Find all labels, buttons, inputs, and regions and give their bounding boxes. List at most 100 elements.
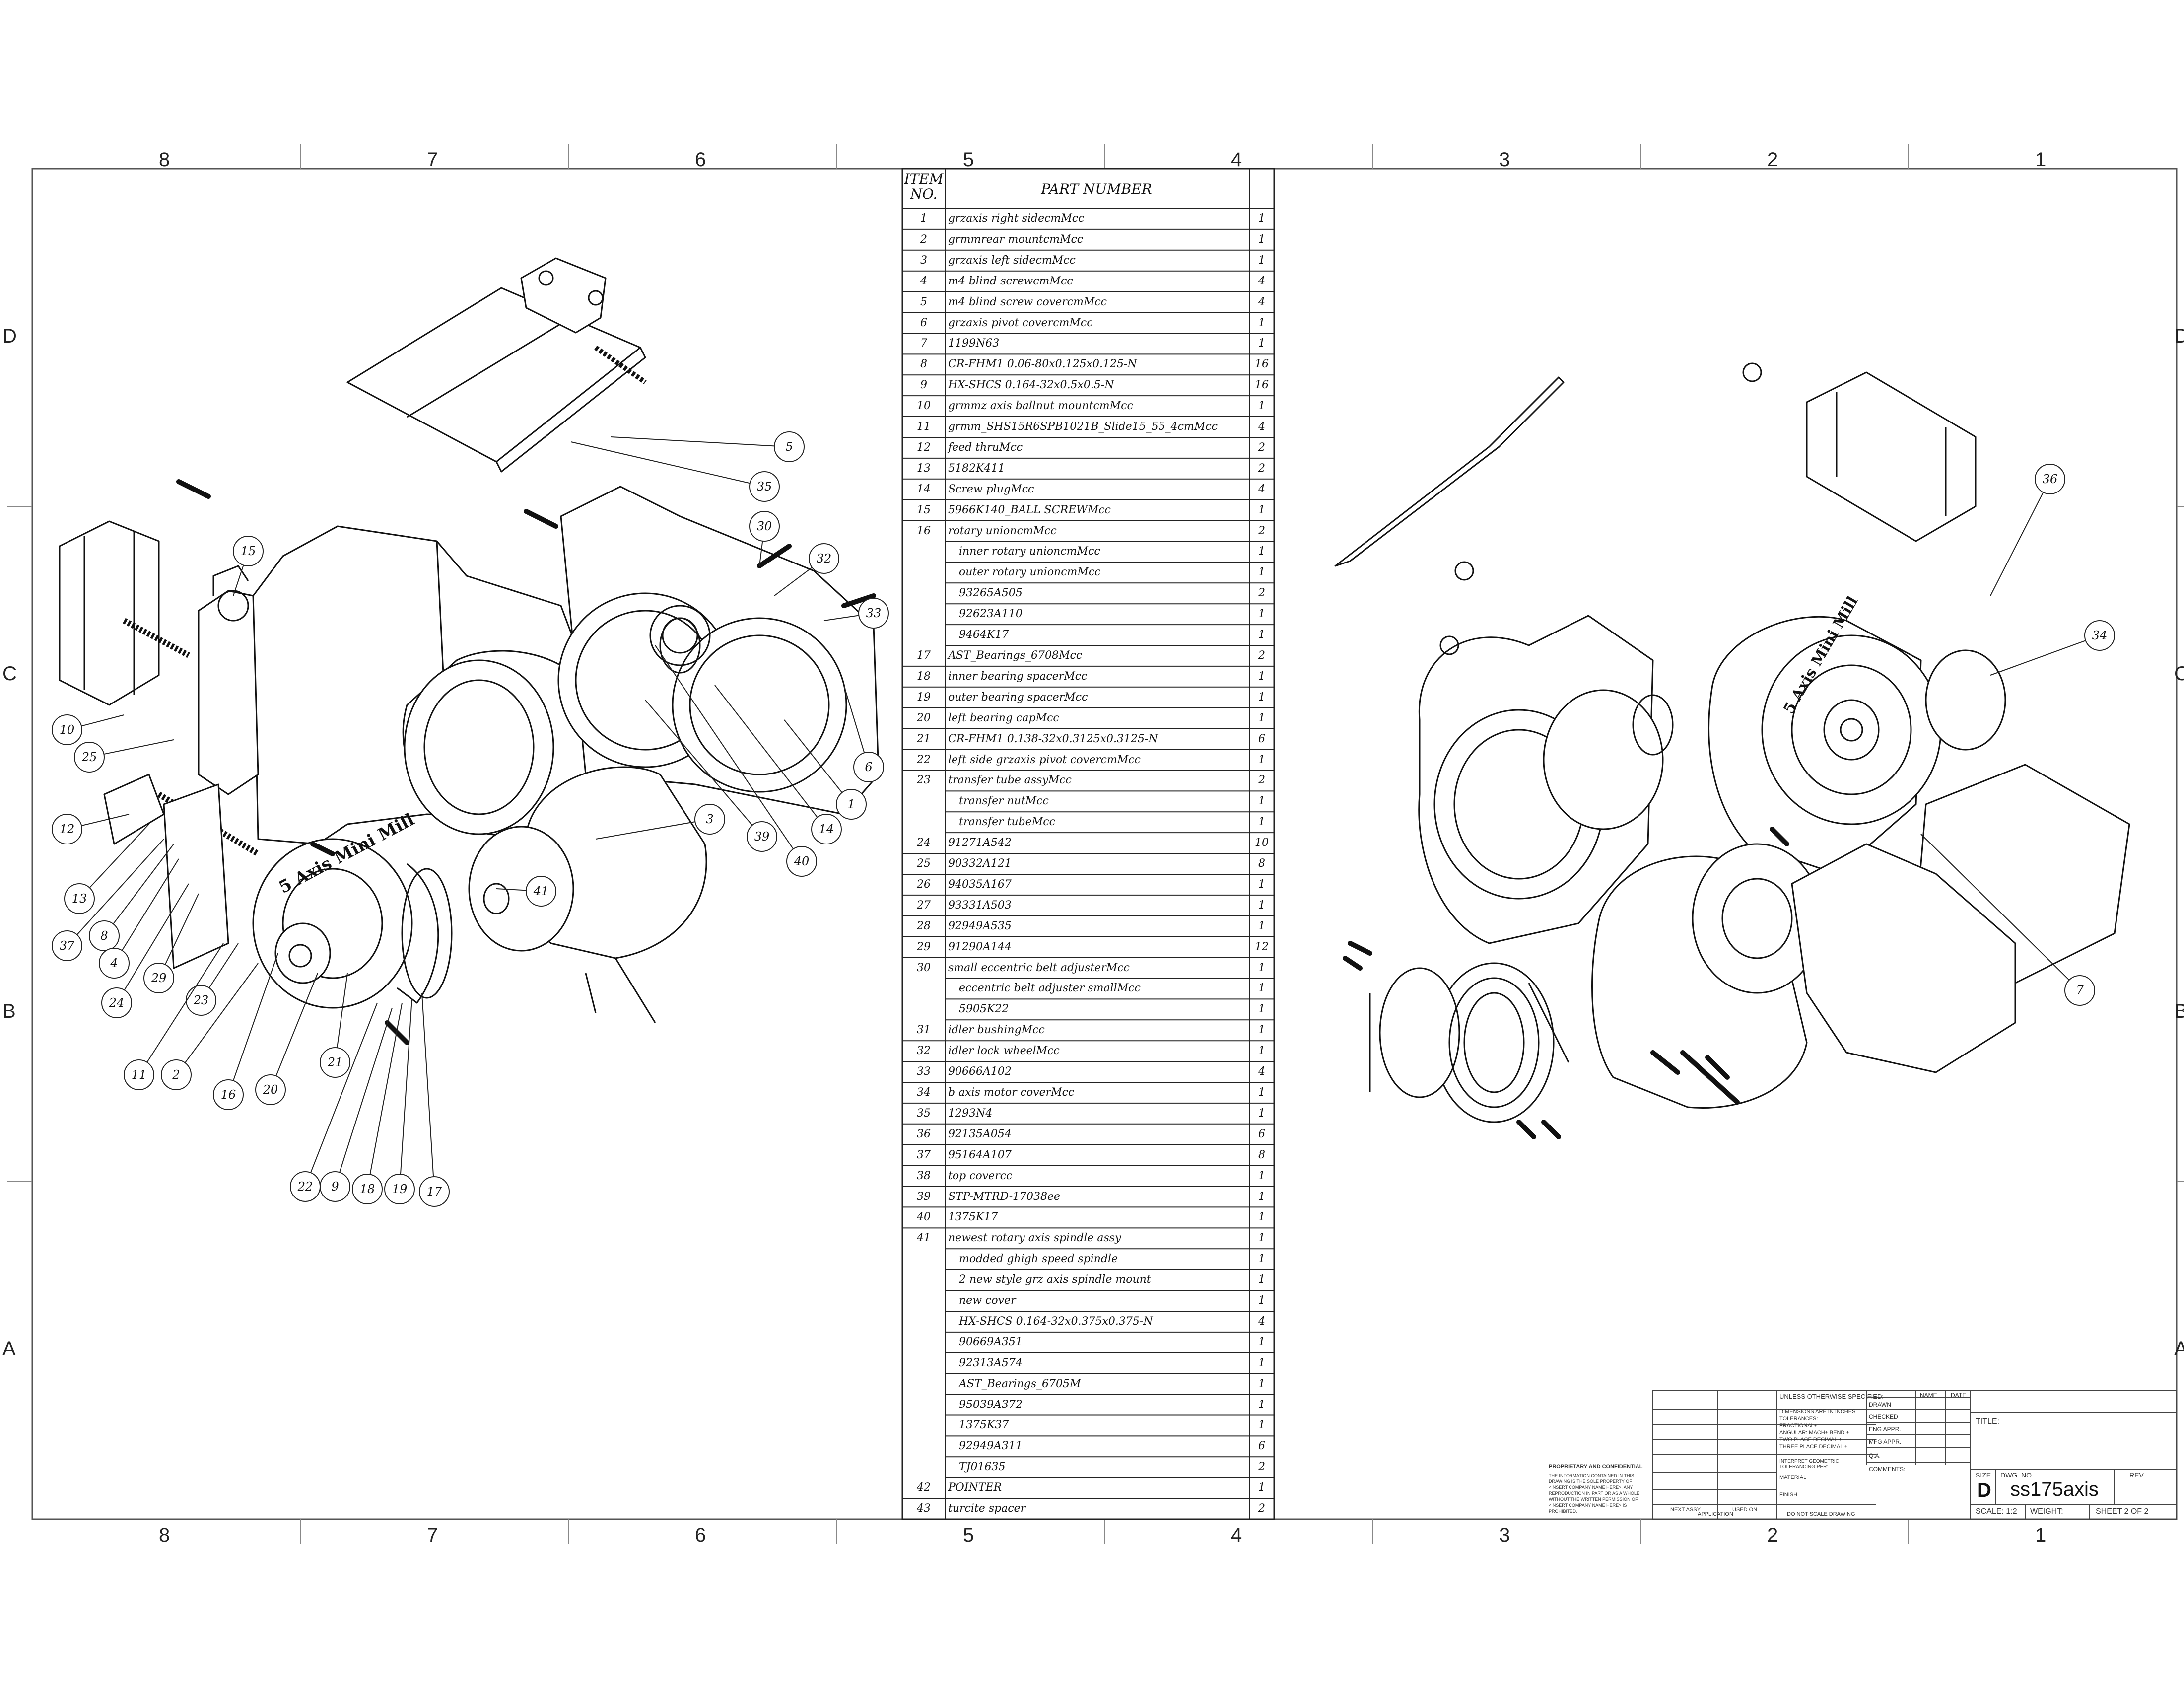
bom-qty: 1: [1258, 1211, 1265, 1224]
callout-number: 41: [533, 884, 549, 898]
callout-number: 36: [2043, 472, 2058, 486]
callout-circle: [89, 920, 120, 951]
callout-balloon: 16: [213, 953, 278, 1110]
bom-item-no: 18: [917, 670, 931, 683]
callout-number: 1: [847, 797, 855, 811]
bom-qty: 1: [1258, 1253, 1265, 1266]
callout-balloon: 33: [823, 598, 889, 629]
callout-leader: [759, 541, 763, 566]
callout-balloon: 18: [352, 1002, 403, 1204]
bom-part-number: HX-SHCS 0.164-32x0.375x0.375-N: [959, 1315, 1153, 1328]
bom-qty: 1: [1258, 1273, 1265, 1286]
zone-col-top: 2: [1767, 149, 1778, 171]
bom-item-no: 36: [917, 1127, 931, 1140]
bom-part-number: newest rotary axis spindle assy: [948, 1232, 1121, 1245]
callout-leader: [496, 888, 527, 891]
zone-row-right: D: [2174, 325, 2184, 347]
callout-balloon: 9: [320, 1007, 393, 1202]
bom-qty: 8: [1258, 857, 1265, 870]
bom-qty: 2: [1258, 587, 1265, 600]
callout-leader: [645, 700, 753, 826]
bom-qty: 6: [1258, 1127, 1265, 1140]
bom-item-no: 40: [917, 1211, 931, 1224]
callout-circle: [64, 883, 95, 914]
tb-weight: WEIGHT:: [2030, 1507, 2063, 1516]
callout-leader: [843, 685, 865, 753]
callout-leader: [823, 615, 859, 621]
bom-qty: 1: [1258, 1294, 1265, 1307]
callout-circle: [101, 987, 132, 1018]
callout-leader: [784, 719, 843, 793]
callout-balloon: 30: [749, 511, 780, 566]
callout-number: 40: [794, 854, 810, 868]
callout-balloon: 32: [774, 543, 839, 596]
callout-leader: [275, 973, 318, 1076]
bom-part-number: inner rotary unioncmMcc: [959, 545, 1100, 558]
callout-leader: [1990, 492, 2044, 596]
tb-do-not-scale: DO NOT SCALE DRAWING: [1787, 1511, 1855, 1517]
callout-leader: [146, 943, 224, 1063]
bom-qty: 1: [1258, 316, 1265, 329]
linear-rail-block: [59, 520, 160, 706]
callout-circle: [811, 814, 842, 844]
tb-drawn: DRAWN: [1869, 1401, 1891, 1408]
bom-item-no: 27: [917, 899, 931, 912]
bom-qty: 1: [1258, 1356, 1265, 1369]
callout-leader: [774, 567, 813, 596]
callout-leader: [89, 824, 149, 888]
bom-item-no: 25: [917, 857, 931, 870]
callout-balloon: 12: [52, 814, 130, 844]
bom-qty: 4: [1258, 483, 1265, 495]
bom-qty: 1: [1258, 961, 1265, 974]
bom-qty: 12: [1255, 940, 1269, 953]
bom-item-no: 10: [917, 400, 931, 413]
zone-col-bottom: 7: [427, 1524, 438, 1546]
bom-item-no: 8: [920, 358, 927, 371]
zone-col-bottom: 1: [2035, 1524, 2047, 1546]
callout-leader: [655, 645, 794, 849]
bom-part-number: AST_Bearings_6708Mcc: [948, 649, 1083, 662]
tb-three-place: THREE PLACE DECIMAL ±: [1779, 1444, 1848, 1450]
callout-balloon: 15: [233, 536, 264, 596]
bom-part-number: 91290A144: [948, 940, 1012, 953]
bom-qty: 8: [1258, 1148, 1265, 1161]
tb-sheet: SHEET 2 OF 2: [2096, 1507, 2149, 1516]
callout-circle: [352, 1174, 383, 1204]
bom-item-no: 42: [917, 1481, 931, 1494]
bom-qty: 1: [1258, 1377, 1265, 1390]
callout-number: 24: [109, 996, 125, 1010]
bom-item-no: 23: [917, 774, 931, 787]
bom-item-no: 39: [917, 1190, 931, 1203]
callout-circle: [161, 1059, 192, 1090]
tb-finish: FINISH: [1779, 1492, 1798, 1498]
callout-circle: [2035, 464, 2065, 494]
bom-part-number: 94035A167: [948, 878, 1012, 891]
bom-qty: 1: [1258, 1232, 1265, 1245]
callout-balloon: 2: [161, 963, 259, 1090]
tb-qa: Q.A.: [1869, 1452, 1881, 1459]
callout-number: 30: [757, 519, 772, 533]
tb-dwg-no: ss175axis: [2010, 1478, 2099, 1500]
title-block-frame: [1652, 1390, 2177, 1520]
callout-circle: [384, 1174, 415, 1204]
callout-leader: [714, 685, 818, 818]
bom-item-no: 20: [917, 711, 931, 724]
tb-mfg-appr: MFG APPR.: [1869, 1438, 1902, 1445]
bom-qty: 1: [1258, 1398, 1265, 1411]
zone-col-bottom: 4: [1231, 1524, 1242, 1546]
tb-comments: COMMENTS:: [1869, 1466, 1906, 1473]
